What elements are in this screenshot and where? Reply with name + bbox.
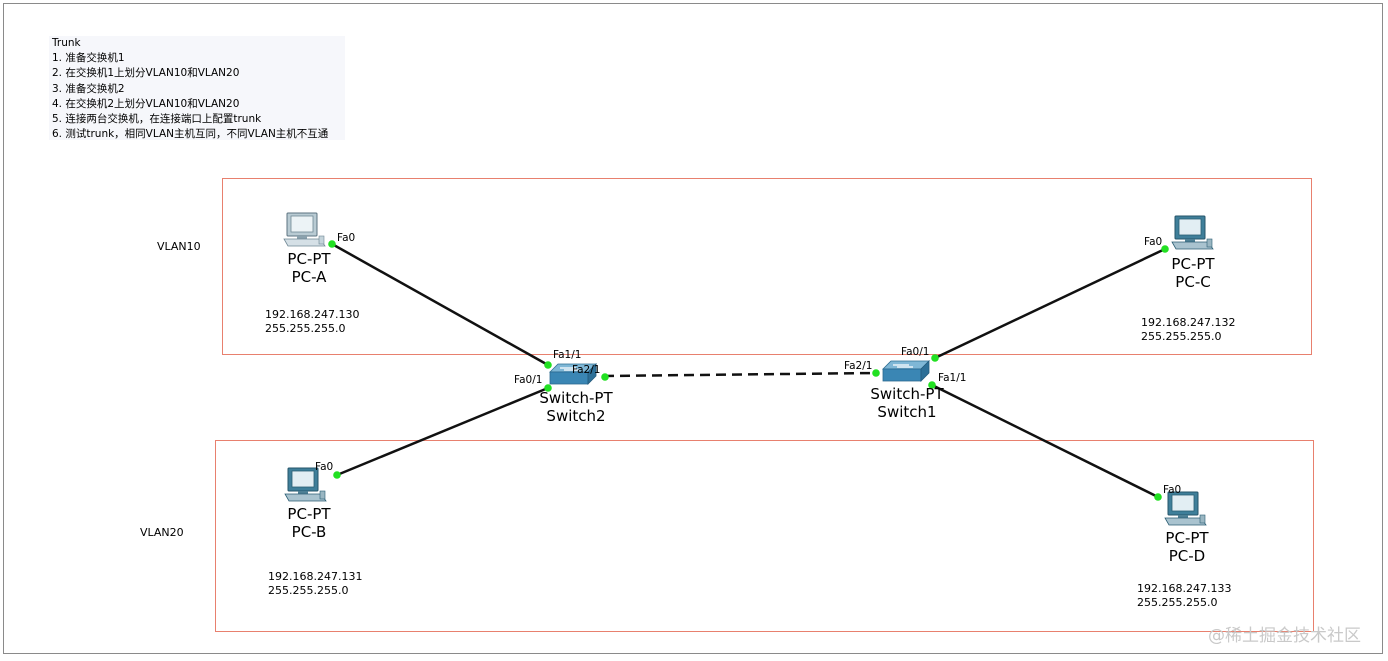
switch1-model: Switch-PT [870, 385, 944, 403]
link-switch1-pc-d [931, 383, 1159, 499]
port-status-dot [544, 384, 552, 392]
pc-c-icon[interactable] [1171, 215, 1214, 250]
notes-line: 6. 测试trunk，相同VLAN主机互同，不同VLAN主机不互通 [52, 128, 329, 141]
notes-line: Trunk [52, 37, 81, 49]
pc-b-model: PC-PT [287, 505, 331, 523]
link-pc-b-switch2 [336, 386, 549, 477]
vlan10-area[interactable] [222, 178, 1312, 355]
port-label-sw1-fa0-1: Fa0/1 [901, 346, 930, 358]
port-label-sw1-fa2-1: Fa2/1 [844, 360, 873, 372]
pc-d-label: PC-PT PC-D [1132, 529, 1242, 565]
pc-c-label: PC-PT PC-C [1138, 255, 1248, 291]
pc-a-model: PC-PT [287, 250, 331, 268]
port-label-pc-c-fa0: Fa0 [1144, 236, 1163, 248]
link-trunk-switch2-switch1 [603, 371, 877, 378]
pc-c-ip: 192.168.247.132 [1141, 316, 1236, 329]
pc-a-icon[interactable] [283, 212, 326, 247]
pc-d-icon[interactable] [1164, 491, 1207, 526]
pc-c-model: PC-PT [1171, 255, 1215, 273]
pc-b-label: PC-PT PC-B [254, 505, 364, 541]
port-status-dot [601, 373, 609, 381]
pc-c-ip-label: 192.168.247.132 255.255.255.0 [1141, 316, 1235, 343]
pc-d-ip: 192.168.247.133 [1137, 582, 1232, 595]
port-status-dot [872, 369, 880, 377]
port-status-dot [544, 361, 552, 369]
pc-d-name: PC-D [1168, 547, 1206, 565]
notes-line: 2. 在交换机1上划分VLAN10和VLAN20 [52, 67, 240, 80]
port-status-dot [1161, 245, 1169, 253]
port-label-sw2-fa2-1: Fa2/1 [572, 364, 601, 376]
pc-c-mask: 255.255.255.0 [1141, 329, 1222, 343]
switch2-label: Switch-PT Switch2 [521, 389, 631, 425]
switch2-name: Switch2 [546, 407, 606, 425]
pc-d-ip-label: 192.168.247.133 255.255.255.0 [1137, 582, 1231, 609]
vlan20-label: VLAN20 [140, 526, 184, 539]
watermark: @稀土掘金技术社区 [1208, 626, 1361, 646]
pc-b-ip-label: 192.168.247.131 255.255.255.0 [268, 570, 362, 597]
port-status-dot [333, 471, 341, 479]
pc-d-model: PC-PT [1165, 529, 1209, 547]
pc-a-mask: 255.255.255.0 [265, 321, 346, 335]
switch1-name: Switch1 [877, 403, 937, 421]
port-label-sw1-fa1-1: Fa1/1 [938, 372, 967, 384]
port-label-sw2-fa1-1: Fa1/1 [553, 349, 582, 361]
port-status-dot [931, 354, 939, 362]
port-label-sw2-fa0-1: Fa0/1 [514, 374, 543, 386]
vlan20-area[interactable] [215, 440, 1314, 632]
port-label-pc-a-fa0: Fa0 [337, 232, 356, 244]
notes-line: 3. 准备交换机2 [52, 82, 125, 95]
pc-a-label: PC-PT PC-A [254, 250, 364, 286]
port-status-dot [928, 381, 936, 389]
pc-a-ip-label: 192.168.247.130 255.255.255.0 [265, 308, 359, 335]
pc-a-ip: 192.168.247.130 [265, 308, 360, 321]
port-label-pc-b-fa0: Fa0 [315, 461, 334, 473]
notes-line: 5. 连接两台交换机，在连接端口上配置trunk [52, 113, 262, 126]
link-pc-a-switch2 [331, 242, 549, 367]
pc-b-mask: 255.255.255.0 [268, 583, 349, 597]
pc-b-name: PC-B [291, 523, 327, 541]
vlan10-label: VLAN10 [157, 240, 201, 253]
pc-d-mask: 255.255.255.0 [1137, 595, 1218, 609]
notes-box[interactable]: Trunk 1. 准备交换机1 2. 在交换机1上划分VLAN10和VLAN20… [49, 36, 345, 140]
pc-b-ip: 192.168.247.131 [268, 570, 363, 583]
port-status-dot [1154, 493, 1162, 501]
notes-line: 1. 准备交换机1 [52, 52, 125, 65]
port-label-pc-d-fa0: Fa0 [1163, 484, 1182, 496]
switch1-label: Switch-PT Switch1 [852, 385, 962, 421]
pc-c-name: PC-C [1175, 273, 1211, 291]
switch1-icon[interactable] [882, 360, 930, 382]
switch2-model: Switch-PT [539, 389, 613, 407]
pc-a-name: PC-A [291, 268, 327, 286]
notes-line: 4. 在交换机2上划分VLAN10和VLAN20 [52, 97, 240, 110]
link-switch1-pc-c [934, 247, 1166, 360]
port-status-dot [328, 240, 336, 248]
